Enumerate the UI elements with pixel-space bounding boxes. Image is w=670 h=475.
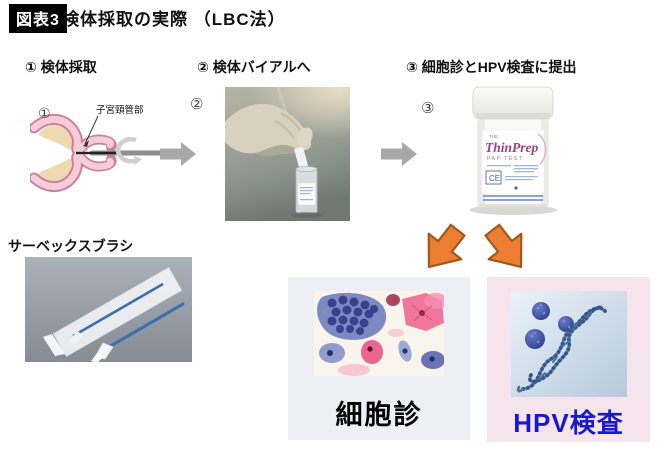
tissue-pink-folds (30, 113, 117, 193)
figure-title: 検体採取の実際 （LBC法） (62, 10, 286, 29)
flow-arrow-right-icon (381, 142, 417, 166)
container-cap (472, 86, 554, 119)
marker-step3: ③ (421, 100, 435, 117)
step2-label: ② 検体バイアルへ (197, 59, 311, 75)
hpv-dna-illustration (510, 291, 627, 397)
thinprep-container-photo: THE ThinPrep PAP TEST CE (469, 86, 557, 215)
container-shadow (469, 205, 557, 215)
cervex-brush-label: サーベックスブラシ (8, 238, 134, 254)
brush-rod (76, 150, 162, 156)
annotation-pointer-line (84, 115, 99, 145)
label-dot (514, 186, 518, 190)
container-body (477, 118, 549, 208)
orange-arrow-down-right-icon (484, 223, 523, 269)
figure-number-badge: 図表3 (9, 4, 67, 33)
packaged-brush (43, 267, 183, 357)
cervix-diagram-illustration: 子宮頸管部 ① (30, 104, 162, 193)
brand-name: ThinPrep (485, 140, 539, 155)
hpv-result-panel: HPV検査 (487, 277, 650, 442)
hpv-label: HPV検査 (513, 408, 624, 438)
vial-photo (225, 87, 350, 221)
cytology-result-panel: 細胞診 (288, 277, 470, 440)
orange-arrow-down-left-icon (427, 223, 466, 269)
ce-mark-box (485, 170, 502, 185)
flow-arrow-right-icon (160, 142, 196, 166)
step1-label: ① 検体採取 (25, 59, 97, 75)
annotation-pointer-head (83, 140, 89, 147)
marker-step1: ① (38, 105, 51, 121)
container-base (480, 204, 546, 207)
product-name: PAP TEST (487, 156, 523, 162)
ce-mark: CE (489, 174, 500, 183)
cervex-brush-photo (25, 257, 192, 362)
dna-helix (516, 305, 607, 393)
rotation-arrow-icon (115, 136, 142, 165)
gloved-hand (225, 103, 313, 157)
marker-step2: ② (190, 96, 204, 113)
brush-tip (294, 147, 309, 171)
label-prefix: THE (489, 134, 498, 139)
label-fine-print (487, 165, 538, 181)
thinprep-label: THE ThinPrep PAP TEST CE (483, 133, 547, 201)
step3-label: ③ 細胞診とHPV検査に提出 (406, 59, 577, 75)
cytology-label: 細胞診 (335, 400, 423, 430)
cervix-annotation: 子宮頸管部 (96, 104, 144, 116)
specimen-vial (291, 166, 323, 218)
loose-brush (91, 302, 185, 362)
tissue-tan-top (38, 124, 76, 150)
label-swoosh (537, 133, 547, 165)
cytology-micrograph (314, 291, 444, 376)
